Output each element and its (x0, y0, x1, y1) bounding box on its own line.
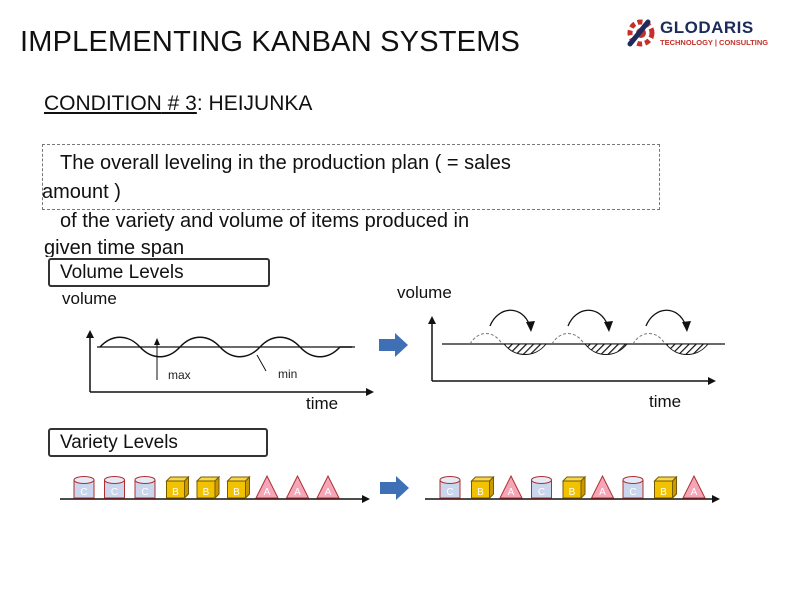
condition-heading: CONDITION # 3: HEIJUNKA (44, 92, 312, 116)
triangle-item: A (285, 474, 310, 499)
shift-arrow (567, 309, 609, 327)
volume-chart-after (428, 309, 725, 385)
item-letter: C (80, 487, 87, 498)
item-letter: A (294, 487, 301, 498)
triangle-item: A (255, 474, 279, 499)
x-axis-arrowhead (366, 388, 374, 396)
condition-name: : HEIJUNKA (196, 92, 313, 115)
item-letter: B (233, 487, 240, 498)
item-letter: C (111, 487, 118, 498)
box-item: B (561, 475, 587, 500)
triangle-item: A (499, 474, 523, 499)
right-time-axis-label: time (649, 392, 682, 411)
cylinder-item: C (531, 476, 552, 499)
logo-tagline: TECHNOLOGY | CONSULTING (660, 38, 769, 47)
cylinder-item: C (104, 476, 125, 499)
item-letter: A (599, 487, 606, 498)
box-item: B (226, 475, 251, 500)
fluctuating-volume-wave (99, 336, 352, 358)
volume-chart-before (86, 330, 374, 396)
min-label: min (278, 367, 298, 381)
item-letter: C (538, 487, 545, 498)
definition-line-1: The overall leveling in the production p… (60, 152, 511, 174)
gear-icon (627, 19, 655, 47)
item-letter: C (629, 487, 636, 498)
y-axis-arrowhead (428, 316, 436, 324)
item-letter: C (446, 487, 453, 498)
shift-arrow (645, 309, 687, 327)
item-letter: B (477, 487, 484, 498)
cylinder-item: C (622, 476, 644, 499)
definition-box (42, 144, 660, 210)
triangle-item: A (316, 474, 340, 499)
box-item: B (165, 475, 190, 500)
item-letter: C (141, 487, 148, 498)
box-item: B (653, 475, 678, 500)
variety-levels-label: Variety Levels (48, 428, 268, 457)
item-letter: A (508, 487, 515, 498)
volume-levels-label: Volume Levels (48, 258, 270, 287)
item-letter: A (264, 487, 271, 498)
logo-name: GLODARIS (660, 18, 754, 37)
x-axis-arrowhead (708, 377, 716, 385)
condition-number: # 3 (161, 92, 197, 115)
condition-prefix: CONDITION (44, 92, 162, 115)
min-pointer (256, 354, 267, 372)
cylinder-item: C (134, 476, 156, 499)
triangle-item: A (682, 474, 706, 499)
y-axis-arrowhead (86, 330, 94, 338)
right-volume-axis-label: volume (397, 283, 452, 302)
company-logo: GLODARIS TECHNOLOGY | CONSULTING (624, 14, 768, 54)
volume-transition-arrow (379, 333, 408, 357)
item-letter: A (325, 487, 332, 498)
box-item: B (470, 475, 495, 500)
page-title: IMPLEMENTING KANBAN SYSTEMS (20, 26, 521, 58)
item-letter: B (569, 487, 576, 498)
item-letter: B (660, 487, 667, 498)
definition-line-3: of the variety and volume of items produ… (60, 210, 470, 232)
item-letter: B (203, 487, 210, 498)
item-letter: B (172, 487, 179, 498)
triangle-item: A (590, 474, 615, 499)
item-letter: A (691, 487, 698, 498)
max-label: max (168, 368, 191, 382)
definition-line-2: amount ) (42, 181, 121, 203)
variety-transition-arrow (380, 476, 409, 500)
definition-line-4: given time span (44, 237, 185, 257)
shift-arrow (489, 309, 531, 327)
left-time-axis-label: time (306, 394, 339, 413)
left-volume-axis-label: volume (62, 289, 117, 308)
cylinder-item: C (73, 476, 95, 499)
box-item: B (195, 475, 221, 500)
cylinder-item: C (439, 476, 461, 499)
